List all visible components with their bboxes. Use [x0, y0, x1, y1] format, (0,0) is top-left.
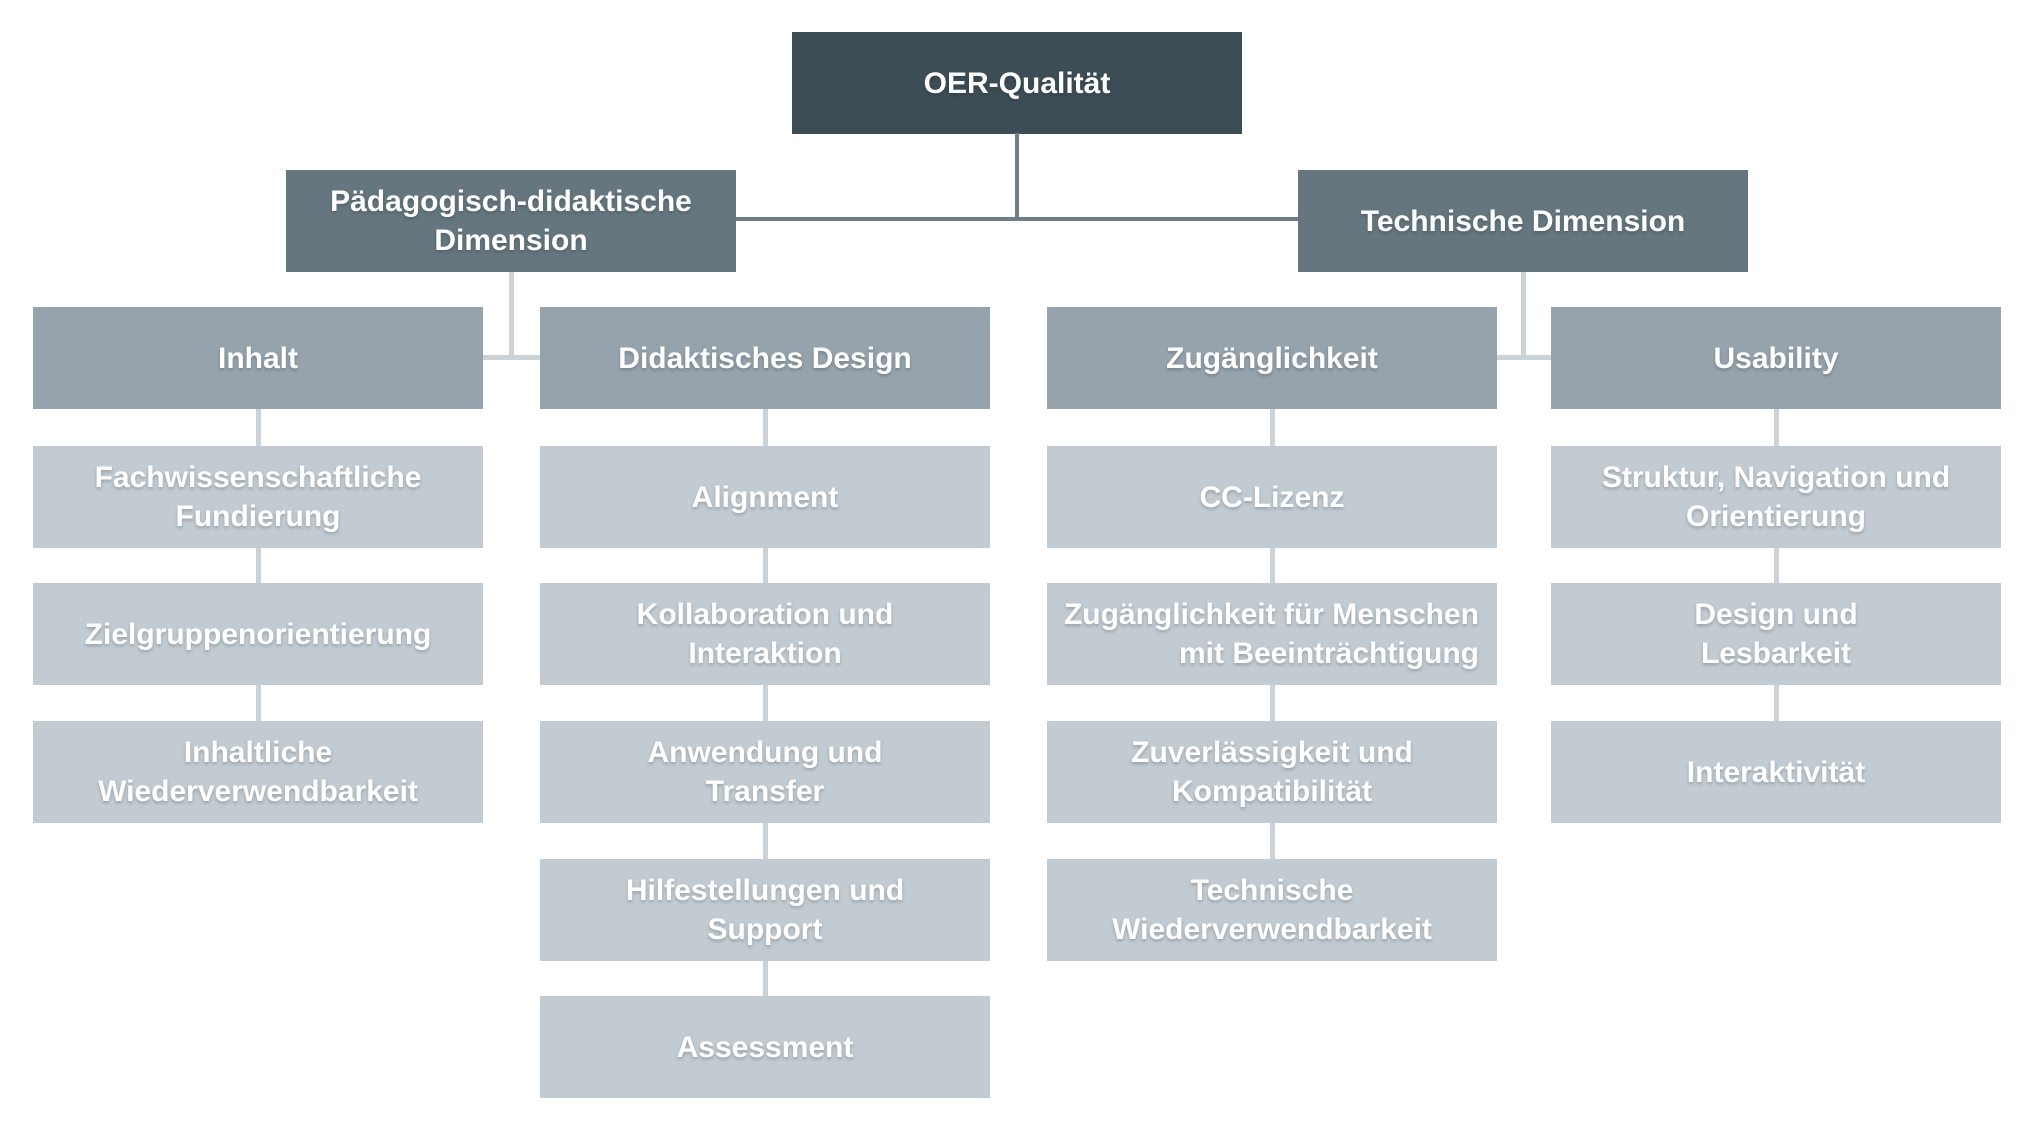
- node-label: Zielgruppenorientierung: [84, 617, 432, 651]
- connector-line: [1774, 548, 1779, 583]
- node-label: Hilfestellungen und Support: [625, 874, 905, 946]
- node-cc-lizenz: CC-Lizenz: [1047, 446, 1497, 548]
- node-label: Inhaltliche Wiederverwendbarkeit: [98, 736, 418, 808]
- connector-line: [763, 548, 768, 583]
- node-label: Fachwissenschaftliche Fundierung: [94, 461, 422, 533]
- connector-line: [256, 685, 261, 721]
- node-anwendung-und-transfer: Anwendung und Transfer: [540, 721, 990, 823]
- node-label: Anwendung und Transfer: [647, 736, 883, 808]
- node-label: Kollaboration und Interaktion: [636, 598, 894, 670]
- node-label: Assessment: [676, 1030, 854, 1064]
- connector-line: [1270, 823, 1275, 859]
- node-label: Pädagogisch-didaktische Dimension: [330, 185, 692, 257]
- node-inhalt: Inhalt: [33, 307, 483, 409]
- connector-line: [763, 685, 768, 721]
- node-label: Inhalt: [218, 341, 298, 375]
- node-label: Struktur, Navigation und Orientierung: [1601, 461, 1951, 533]
- node-zielgruppenorientierung: Zielgruppenorientierung: [33, 583, 483, 685]
- node-label: Technische Dimension: [1360, 204, 1686, 238]
- node-technische-dimension: Technische Dimension: [1298, 170, 1748, 272]
- node-label: CC-Lizenz: [1199, 480, 1345, 514]
- connector-line: [1270, 685, 1275, 721]
- connector-line: [483, 355, 540, 360]
- node-assessment: Assessment: [540, 996, 990, 1098]
- connector-line: [1774, 409, 1779, 446]
- node-label: OER-Qualität: [923, 66, 1111, 100]
- node-label: Zuverlässigkeit und Kompatibilität: [1131, 736, 1413, 808]
- node-interaktivitaet: Interaktivität: [1551, 721, 2001, 823]
- node-label: Technische Wiederverwendbarkeit: [1112, 874, 1432, 946]
- node-label: Zugänglichkeit: [1166, 341, 1378, 375]
- node-label: Design und Lesbarkeit: [1694, 598, 1858, 670]
- node-inhaltliche-wiederverwendbarkeit: Inhaltliche Wiederverwendbarkeit: [33, 721, 483, 823]
- connector-line: [763, 823, 768, 859]
- connector-line: [509, 272, 514, 358]
- node-zuverlaessigkeit-und-kompatibilitaet: Zuverlässigkeit und Kompatibilität: [1047, 721, 1497, 823]
- node-didaktisches-design: Didaktisches Design: [540, 307, 990, 409]
- connector-line: [256, 409, 261, 446]
- connector-line: [1270, 548, 1275, 583]
- node-zugaenglichkeit-fuer-menschen-mit-beeintraechtigung: Zugänglichkeit für Menschen mit Beeinträ…: [1047, 583, 1497, 685]
- node-fachwissenschaftliche-fundierung: Fachwissenschaftliche Fundierung: [33, 446, 483, 548]
- node-alignment: Alignment: [540, 446, 990, 548]
- node-design-und-lesbarkeit: Design und Lesbarkeit: [1551, 583, 2001, 685]
- node-struktur-navigation-und-orientierung: Struktur, Navigation und Orientierung: [1551, 446, 2001, 548]
- node-label: Usability: [1713, 341, 1839, 375]
- connector-line: [763, 409, 768, 446]
- connector-line: [1497, 355, 1551, 360]
- connector-line: [1774, 685, 1779, 721]
- node-usability: Usability: [1551, 307, 2001, 409]
- connector-line: [1270, 409, 1275, 446]
- node-oer-qualitaet: OER-Qualität: [792, 32, 1242, 134]
- connector-line: [736, 217, 1298, 221]
- connector-line: [763, 961, 768, 996]
- node-label: Zugänglichkeit für Menschen mit Beeinträ…: [1063, 598, 1479, 670]
- node-paedagogisch-didaktische-dimension: Pädagogisch-didaktische Dimension: [286, 170, 736, 272]
- node-label: Alignment: [691, 480, 839, 514]
- node-technische-wiederverwendbarkeit: Technische Wiederverwendbarkeit: [1047, 859, 1497, 961]
- connector-line: [1015, 133, 1019, 221]
- node-kollaboration-und-interaktion: Kollaboration und Interaktion: [540, 583, 990, 685]
- node-zugaenglichkeit: Zugänglichkeit: [1047, 307, 1497, 409]
- connector-line: [256, 548, 261, 583]
- node-label: Didaktisches Design: [618, 341, 912, 375]
- node-hilfestellungen-und-support: Hilfestellungen und Support: [540, 859, 990, 961]
- node-label: Interaktivität: [1686, 755, 1866, 789]
- connector-line: [1521, 272, 1526, 358]
